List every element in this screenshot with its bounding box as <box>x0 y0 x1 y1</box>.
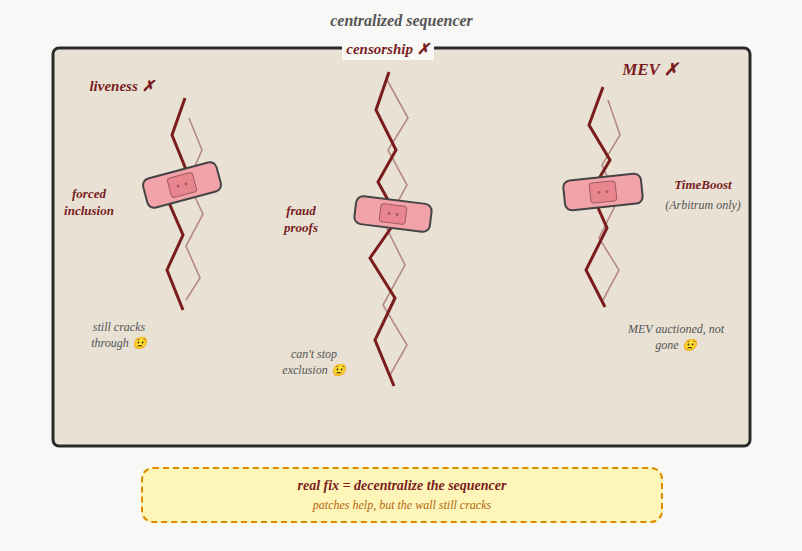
wall <box>53 48 750 446</box>
band-aid <box>354 195 433 232</box>
patch-label: TimeBoost <box>658 177 748 194</box>
wall-heading: centralized sequencer <box>53 12 750 30</box>
failure-label: MEV ✗ <box>605 59 695 81</box>
patch-label: forced inclusion <box>49 186 129 220</box>
patch-note: (Arbitrum only) <box>653 198 753 214</box>
failure-label: censorship ✗ <box>342 40 433 60</box>
band-aid <box>563 173 644 211</box>
wall-region: centralized sequencer <box>53 48 750 446</box>
outcome-note: still cracks through 😟 <box>74 320 164 351</box>
crack-shadow <box>186 118 203 300</box>
band-aid <box>141 161 222 210</box>
outcome-note: MEV auctioned, not gone 😟 <box>616 322 736 353</box>
fix-title: real fix = decentralize the sequencer <box>155 478 649 494</box>
failure-label: liveness ✗ <box>67 77 177 97</box>
patch-label: fraud proofs <box>271 203 331 237</box>
fix-box: real fix = decentralize the sequencer pat… <box>141 467 663 523</box>
outcome-note: can't stop exclusion 😟 <box>269 347 359 378</box>
fix-subtitle: patches help, but the wall still cracks <box>155 498 649 513</box>
